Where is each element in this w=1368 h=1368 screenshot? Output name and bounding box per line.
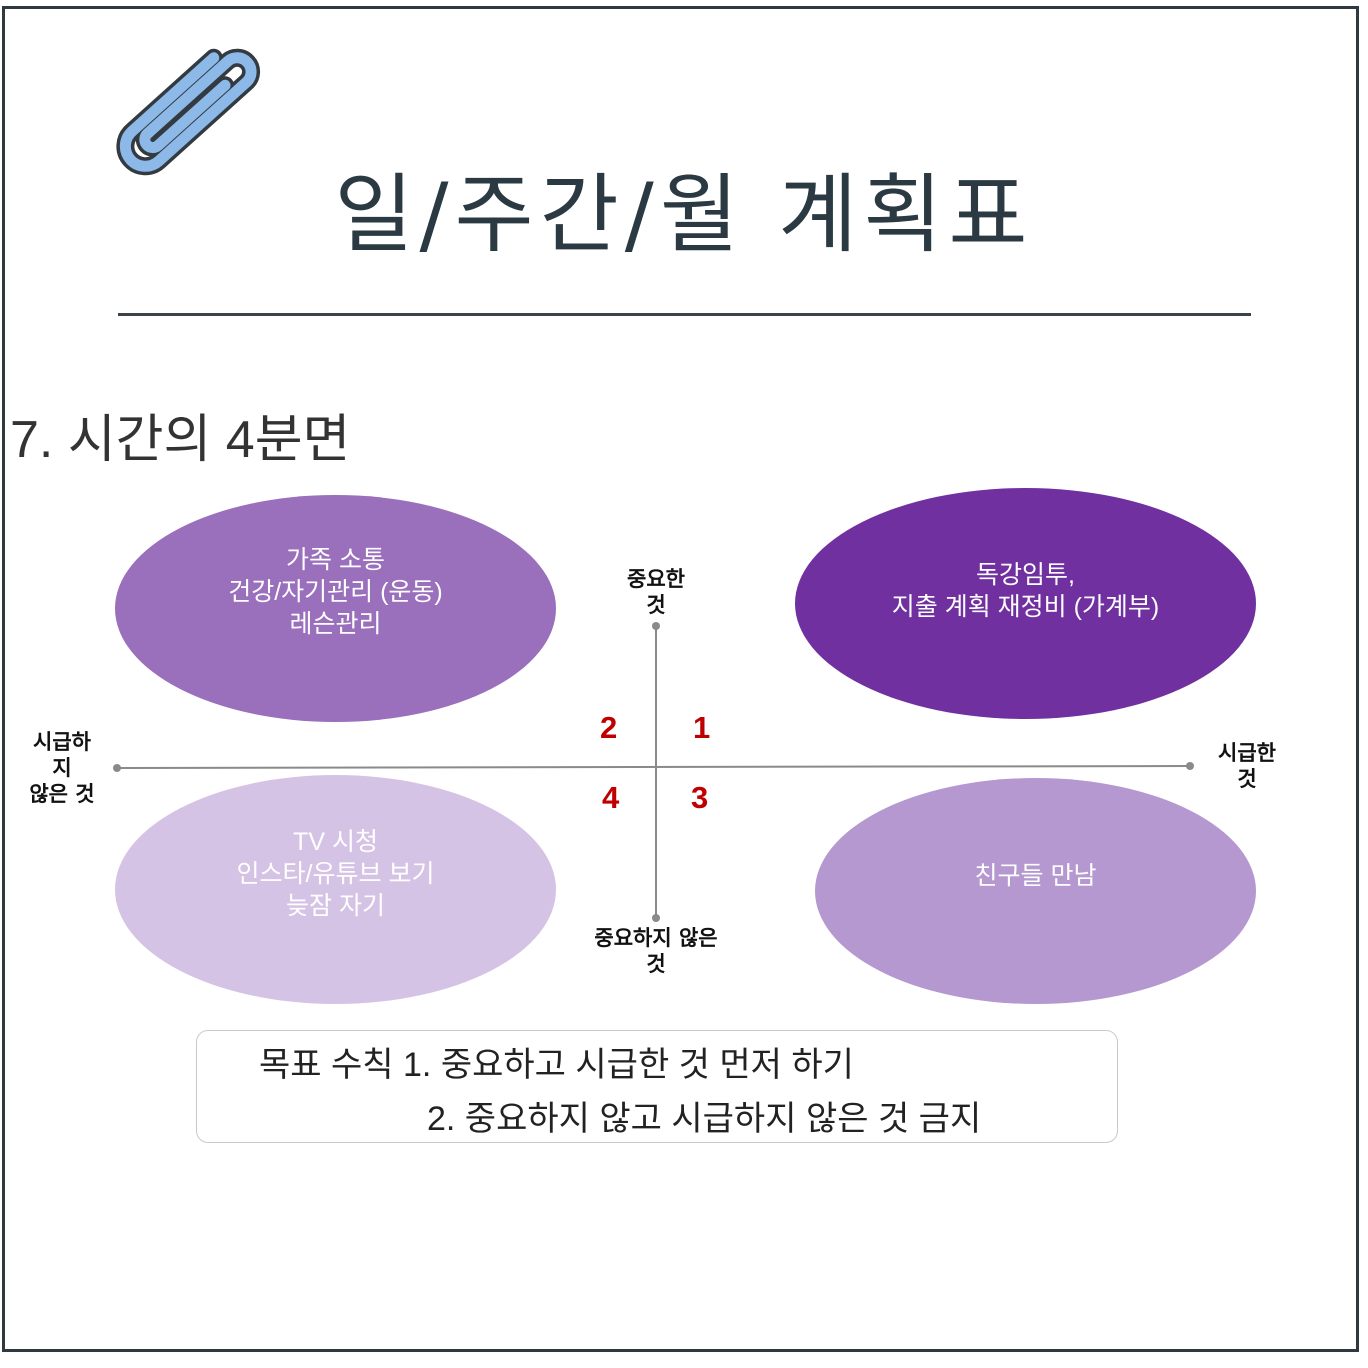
axis-label-line: 지 bbox=[52, 756, 72, 780]
quadrant-2-ellipse: 가족 소통 건강/자기관리 (운동) 레슨관리 bbox=[115, 495, 556, 722]
quadrant-4-number: 4 bbox=[602, 780, 620, 815]
quadrant-4-item: TV 시청 bbox=[293, 827, 378, 856]
section-heading: 7. 시간의 4분면 bbox=[10, 411, 351, 469]
quadrant-3-number: 3 bbox=[691, 780, 709, 815]
quadrant-4-item: 인스타/유튜브 보기 bbox=[236, 859, 435, 888]
axis-label-line: 시급하 bbox=[33, 730, 91, 754]
quadrant-1-ellipse: 독강임투, 지출 계획 재정비 (가계부) bbox=[795, 488, 1256, 719]
paperclip-icon bbox=[116, 48, 261, 176]
axis-label-bottom: 중요하지 않은 것 bbox=[566, 925, 746, 977]
quadrant-3-ellipse: 친구들 만남 bbox=[815, 778, 1256, 1004]
quadrant-4-item: 늦잠 자기 bbox=[286, 891, 385, 920]
axis-label-right: 시급한 것 bbox=[1202, 740, 1292, 792]
axis-label-left: 시급하 지 않은 것 bbox=[12, 729, 112, 807]
page-frame bbox=[2, 6, 1359, 1352]
goal-rule-2: 2. 중요하지 않고 시급하지 않은 것 금지 bbox=[427, 1100, 982, 1138]
axis-label-line: 것 bbox=[646, 593, 666, 617]
axis-label-line: 중요하지 않은 bbox=[594, 926, 718, 950]
axis-endpoint bbox=[113, 764, 121, 772]
goal-rule-1: 목표 수칙 1. 중요하고 시급한 것 먼저 하기 bbox=[259, 1046, 854, 1084]
axis-label-line: 시급한 bbox=[1218, 741, 1276, 765]
horizontal-axis bbox=[116, 765, 1191, 769]
quadrant-1-number: 1 bbox=[693, 710, 711, 745]
quadrant-4-ellipse: TV 시청 인스타/유튜브 보기 늦잠 자기 bbox=[115, 775, 556, 1004]
axis-label-line: 것 bbox=[1237, 767, 1257, 791]
quadrant-1-item: 독강임투, bbox=[976, 560, 1075, 589]
axis-label-line: 중요한 bbox=[627, 567, 685, 591]
axis-label-top: 중요한 것 bbox=[596, 566, 716, 618]
goal-rules-box: 목표 수칙 1. 중요하고 시급한 것 먼저 하기 2. 중요하지 않고 시급하… bbox=[196, 1030, 1118, 1143]
quadrant-2-item: 가족 소통 bbox=[286, 545, 385, 574]
quadrant-2-item: 건강/자기관리 (운동) bbox=[228, 577, 443, 606]
page-title: 일/주간/월 계획표 bbox=[334, 165, 1034, 265]
quadrant-1-item: 지출 계획 재정비 (가계부) bbox=[891, 592, 1160, 621]
quadrant-2-item: 레슨관리 bbox=[289, 609, 382, 638]
axis-endpoint bbox=[652, 622, 660, 630]
quadrant-3-item: 친구들 만남 bbox=[974, 862, 1097, 890]
axis-endpoint bbox=[1186, 762, 1194, 770]
axis-label-line: 않은 것 bbox=[29, 782, 95, 806]
axis-endpoint bbox=[652, 914, 660, 922]
axis-label-line: 것 bbox=[646, 952, 666, 976]
title-divider bbox=[118, 313, 1251, 316]
quadrant-2-number: 2 bbox=[600, 710, 618, 745]
